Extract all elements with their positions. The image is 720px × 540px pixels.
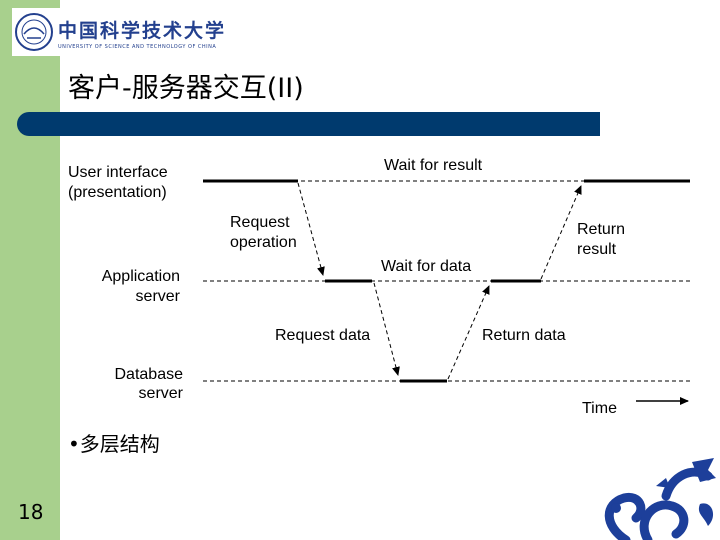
arrow-request-data xyxy=(373,282,400,376)
title-underline-bar xyxy=(17,112,600,136)
label-request-op-2: operation xyxy=(230,234,297,251)
label-wait-result: Wait for result xyxy=(384,157,483,174)
logo-english-name: UNIVERSITY OF SCIENCE AND TECHNOLOGY OF … xyxy=(58,44,217,50)
lane-label-ui-1: User interface xyxy=(68,164,168,181)
arrow-request-operation xyxy=(297,182,325,276)
label-return-result-1: Return xyxy=(577,221,625,238)
left-sidebar xyxy=(0,0,60,540)
label-time: Time xyxy=(582,400,617,417)
label-wait-data: Wait for data xyxy=(381,258,471,275)
lane-label-db-1: Database xyxy=(115,366,184,383)
label-request-data: Request data xyxy=(275,327,370,344)
lane-label-app-1: Application xyxy=(102,268,180,285)
lane-label-app-2: server xyxy=(136,288,181,305)
label-request-op-1: Request xyxy=(230,214,290,231)
slide-title: 客户-服务器交互(II) xyxy=(68,73,304,104)
arrow-return-data xyxy=(447,285,490,380)
bullet-multi-tier: •多层结构 xyxy=(68,432,160,456)
arrow-return-result xyxy=(540,185,582,280)
university-emblem-icon xyxy=(15,13,53,51)
logo-chinese-name: 中国科学技术大学 xyxy=(58,20,227,42)
university-logo: 中国科学技术大学 UNIVERSITY OF SCIENCE AND TECHN… xyxy=(12,8,244,56)
page-number: 18 xyxy=(18,500,44,524)
label-return-data: Return data xyxy=(482,327,566,344)
dragon-logo-icon xyxy=(604,458,716,540)
lane-label-db-2: server xyxy=(139,385,184,402)
lane-label-ui-2: (presentation) xyxy=(68,184,167,201)
label-return-result-2: result xyxy=(577,241,617,258)
